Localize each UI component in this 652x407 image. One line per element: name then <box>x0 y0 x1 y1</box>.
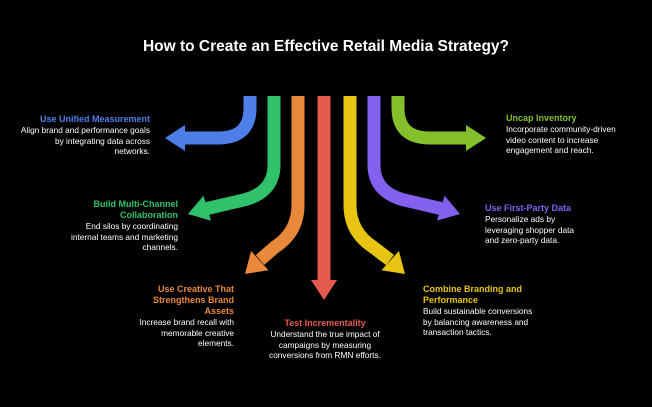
item-heading: Build Multi-Channel Collaboration <box>93 199 179 220</box>
arrow-head <box>188 195 211 221</box>
arrow-shaft <box>255 96 305 265</box>
arrow-head <box>245 250 269 274</box>
arrow-creative <box>245 96 305 274</box>
arrow-multichannel <box>188 96 281 221</box>
item-description: Understand the true impact of campaigns … <box>269 329 381 361</box>
arrow-head <box>165 125 185 151</box>
arrow-head <box>311 280 337 300</box>
item-combine-branding: Combine Branding and Performance Build s… <box>423 284 533 338</box>
item-heading: Combine Branding and Performance <box>423 284 522 305</box>
arrow-shaft <box>343 96 394 266</box>
item-description: End silos by coordinating internal teams… <box>71 221 178 253</box>
arrow-shaft <box>184 96 257 145</box>
arrow-firstparty <box>367 96 460 221</box>
arrow-inventory <box>391 96 486 151</box>
arrow-unified <box>165 96 257 151</box>
page-title: How to Create an Effective Retail Media … <box>142 38 510 55</box>
item-description: Build sustainable conversions by balanci… <box>423 306 533 338</box>
item-description: Personalize ads by leveraging shopper da… <box>485 214 575 246</box>
arrow-shaft <box>367 96 445 216</box>
arrow-incrementality <box>311 96 337 300</box>
item-unified-measurement: Use Unified Measurement Align brand and … <box>20 114 150 157</box>
item-uncap-inventory: Uncap Inventory Incorporate community-dr… <box>506 113 624 156</box>
item-creative: Use Creative That Strengthens Brand Asse… <box>128 284 234 349</box>
item-heading: Use Unified Measurement <box>39 114 150 124</box>
item-heading: Uncap Inventory <box>506 113 577 123</box>
item-description: Increase brand recall with memorable cre… <box>139 317 234 349</box>
item-heading: Use Creative That Strengthens Brand Asse… <box>152 284 234 316</box>
item-first-party-data: Use First-Party Data Personalize ads by … <box>485 203 581 246</box>
arrow-branding <box>343 96 405 274</box>
item-multi-channel: Build Multi-Channel Collaboration End si… <box>60 199 178 253</box>
arrow-head <box>466 125 486 151</box>
item-description: Incorporate community-driven video conte… <box>506 124 616 156</box>
arrow-head <box>437 195 460 221</box>
arrow-shaft <box>203 96 281 216</box>
item-description: Align brand and performance goals by int… <box>20 125 150 157</box>
item-incrementality: Test Incrementality Understand the true … <box>266 318 384 361</box>
item-heading: Test Incrementality <box>284 318 366 328</box>
item-heading: Use First-Party Data <box>485 203 572 213</box>
arrow-shaft <box>391 96 466 145</box>
arrow-head <box>381 250 405 274</box>
